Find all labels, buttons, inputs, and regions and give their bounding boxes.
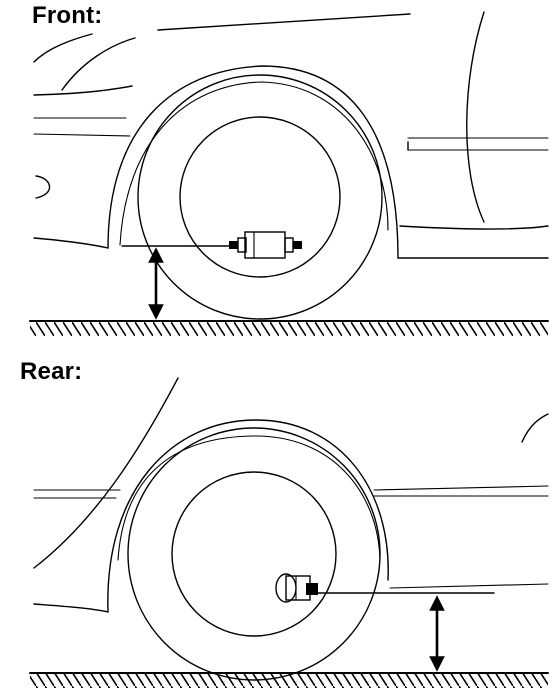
rear-heading: Rear: [20,358,83,385]
rear-wheel-arch [107,419,389,613]
front-heading: Front: [32,2,103,29]
front-ride-height-measure [121,245,230,320]
front-car-body-outline [33,11,549,259]
front-view [29,11,549,336]
front-ground [29,320,549,336]
front-tire [137,74,383,320]
damper-icon [275,573,318,603]
rear-ground [29,672,549,688]
shock-absorber-icon [229,231,302,259]
rear-ride-height-measure [317,592,495,672]
rear-tire [127,427,381,681]
front-wheel-arch [107,65,399,259]
rear-car-body-outline [33,377,549,613]
rear-view [29,377,549,688]
